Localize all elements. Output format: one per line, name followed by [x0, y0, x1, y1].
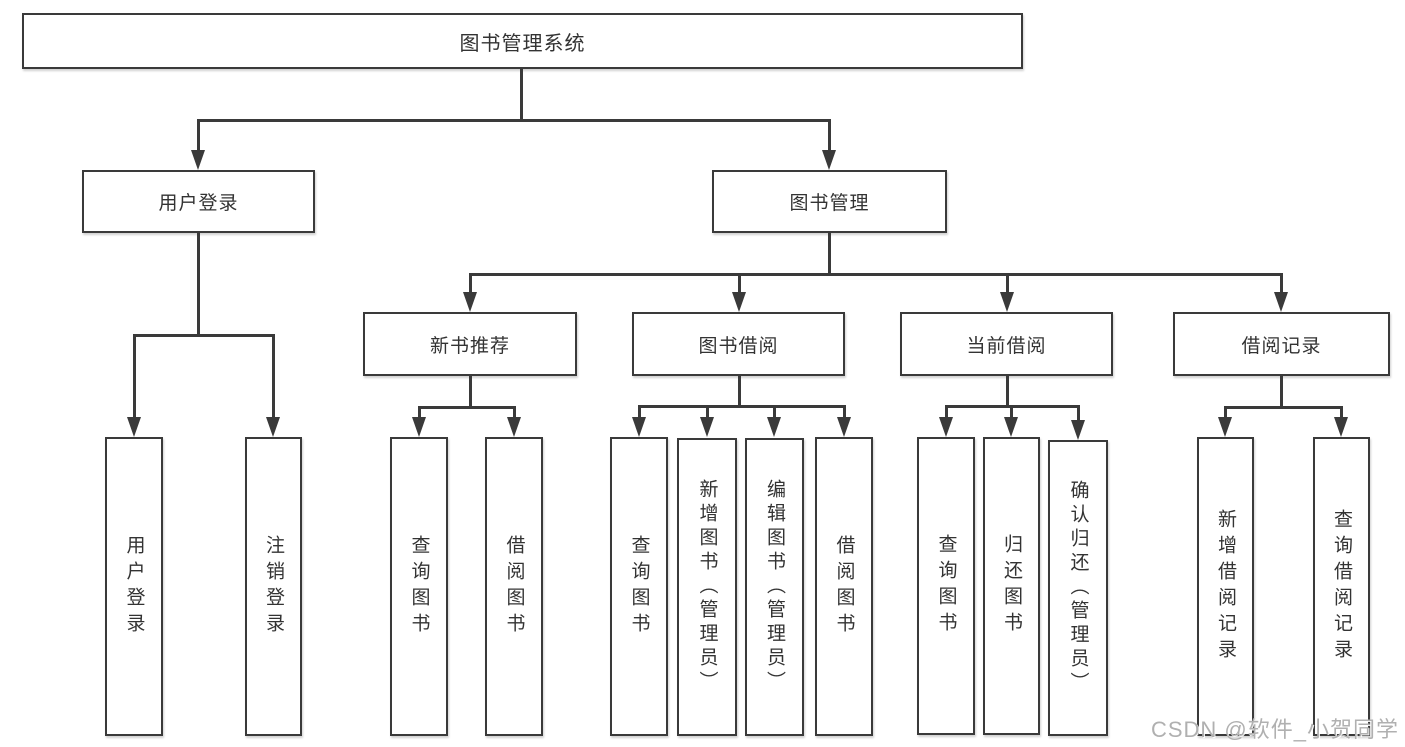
connector-line [418, 406, 421, 420]
leaf-query-books-borrow: 查询图书 [610, 437, 668, 736]
connector-line [773, 405, 776, 419]
connector-line [843, 405, 846, 419]
arrow-down-icon [1000, 292, 1014, 312]
leaf-query-borrow-record: 查询借阅记录 [1313, 437, 1370, 736]
connector-line [133, 334, 275, 337]
arrow-down-icon [507, 417, 521, 437]
arrow-down-icon [1274, 292, 1288, 312]
connector-line [1280, 273, 1283, 295]
connector-line [1280, 376, 1283, 408]
connector-line [197, 119, 831, 122]
connector-line [828, 119, 831, 155]
connector-line [133, 334, 136, 418]
node-new-book-recommendation: 新书推荐 [363, 312, 577, 376]
leaf-add-borrow-record: 新增借阅记录 [1197, 437, 1254, 736]
node-current-borrowing: 当前借阅 [900, 312, 1113, 376]
connector-line [706, 405, 709, 419]
connector-line [1006, 376, 1009, 407]
arrow-down-icon [1071, 420, 1085, 440]
arrow-down-icon [767, 417, 781, 437]
leaf-borrow-books-recommend: 借阅图书 [485, 437, 543, 736]
leaf-query-books-recommend: 查询图书 [390, 437, 448, 736]
connector-line [1006, 273, 1009, 295]
node-borrowing-records: 借阅记录 [1173, 312, 1390, 376]
arrow-down-icon [412, 417, 426, 437]
connector-line [738, 273, 741, 295]
leaf-add-books-admin: 新增图书（管理员） [677, 438, 737, 736]
arrow-down-icon [732, 292, 746, 312]
leaf-logout: 注销登录 [245, 437, 302, 736]
connector-line [1010, 405, 1013, 419]
leaf-return-books: 归还图书 [983, 437, 1040, 735]
arrow-down-icon [822, 150, 836, 170]
connector-line [1077, 405, 1080, 421]
connector-line [828, 233, 831, 275]
connector-line [197, 233, 200, 335]
connector-line [272, 334, 275, 418]
connector-line [469, 273, 472, 295]
connector-line [1340, 406, 1343, 420]
connector-line [418, 406, 516, 409]
connector-line [469, 273, 1282, 276]
connector-line [638, 405, 641, 419]
node-book-management-branch: 图书管理 [712, 170, 947, 233]
leaf-user-login: 用户登录 [105, 437, 163, 736]
arrow-down-icon [1334, 417, 1348, 437]
connector-line [513, 406, 516, 420]
connector-line [638, 405, 845, 408]
arrow-down-icon [632, 417, 646, 437]
connector-line [469, 376, 472, 408]
arrow-down-icon [266, 417, 280, 437]
connector-line [1224, 406, 1227, 420]
arrow-down-icon [837, 417, 851, 437]
leaf-borrow-books: 借阅图书 [815, 437, 873, 736]
arrow-down-icon [1004, 417, 1018, 437]
connector-line [197, 119, 200, 155]
arrow-down-icon [700, 417, 714, 437]
arrow-down-icon [191, 150, 205, 170]
connector-line [520, 69, 523, 121]
connector-line [945, 405, 948, 419]
connector-line [738, 376, 741, 407]
leaf-edit-books-admin: 编辑图书（管理员） [745, 438, 804, 736]
leaf-confirm-return-admin: 确认归还（管理员） [1048, 440, 1108, 736]
node-library-management-system: 图书管理系统 [22, 13, 1023, 69]
arrow-down-icon [1218, 417, 1232, 437]
connector-line [1224, 406, 1342, 409]
arrow-down-icon [939, 417, 953, 437]
arrow-down-icon [127, 417, 141, 437]
csdn-watermark: CSDN @软件_小贺同学 [1150, 717, 1399, 742]
leaf-query-books-current: 查询图书 [917, 437, 975, 735]
node-user-login-branch: 用户登录 [82, 170, 315, 233]
arrow-down-icon [463, 292, 477, 312]
node-book-borrowing: 图书借阅 [632, 312, 845, 376]
